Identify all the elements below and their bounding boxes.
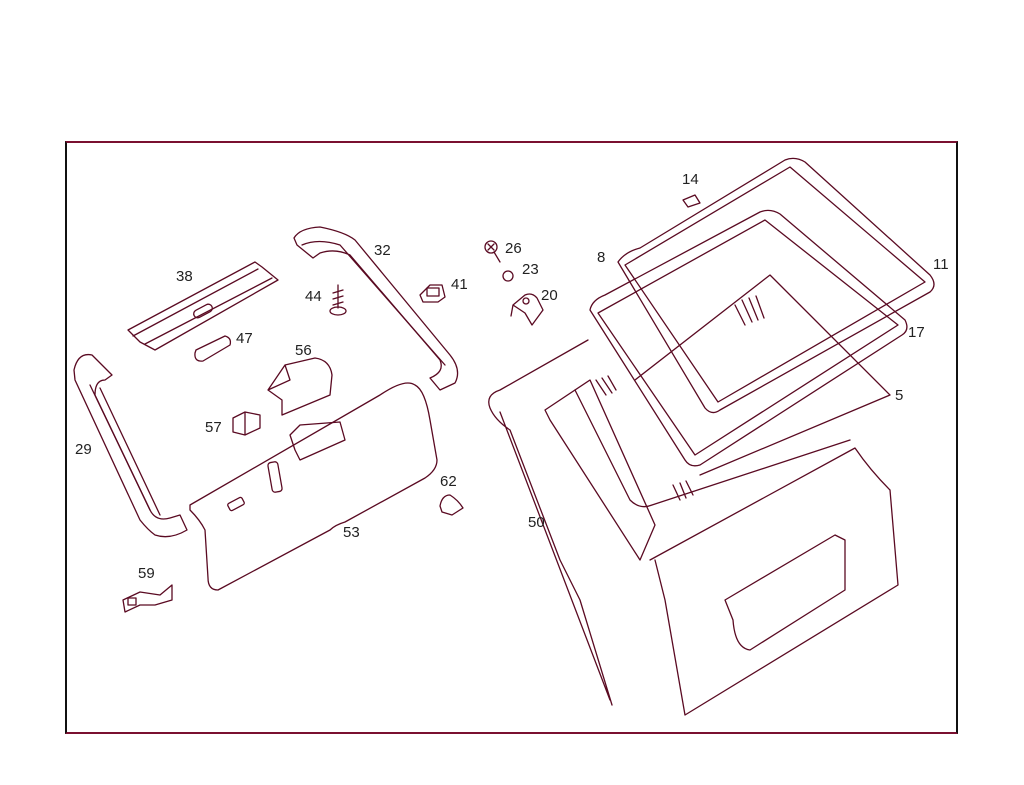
callout-41: 41 — [451, 276, 468, 293]
part-29-trim — [73, 353, 188, 538]
callout-38: 38 — [176, 268, 193, 285]
part-44-screw — [329, 284, 347, 316]
callout-5: 5 — [895, 387, 904, 404]
callout-56: 56 — [295, 342, 312, 359]
part-57-bracket — [232, 411, 261, 436]
part-56-cover — [267, 357, 333, 416]
part-11-seal — [617, 157, 935, 414]
part-26-screw — [484, 240, 501, 263]
part-5-glass — [634, 274, 891, 476]
part-20-bracket — [510, 293, 544, 326]
diagram-frame — [65, 141, 958, 734]
part-38-rail — [127, 261, 279, 351]
part-32-trim — [293, 226, 459, 391]
callout-62: 62 — [440, 473, 457, 490]
callout-50: 50 — [528, 514, 545, 531]
callout-14: 14 — [682, 171, 699, 188]
callout-57: 57 — [205, 419, 222, 436]
callout-53: 53 — [343, 524, 360, 541]
part-41-clip — [419, 284, 446, 303]
part-53-panel — [189, 382, 438, 591]
part-50-gate — [488, 339, 899, 716]
callout-32: 32 — [374, 242, 391, 259]
part-17-frame — [589, 209, 908, 467]
callout-44: 44 — [305, 288, 322, 305]
callout-47: 47 — [236, 330, 253, 347]
callout-8: 8 — [597, 249, 606, 266]
callout-20: 20 — [541, 287, 558, 304]
part-62-clip — [439, 494, 464, 516]
part-14-clip — [682, 194, 701, 208]
part-23-washer — [502, 270, 514, 282]
callout-29: 29 — [75, 441, 92, 458]
part-59-bracket — [122, 584, 173, 613]
callout-11: 11 — [933, 256, 949, 273]
callout-59: 59 — [138, 565, 155, 582]
callout-26: 26 — [505, 240, 522, 257]
callout-17: 17 — [908, 324, 925, 341]
part-47-cap — [194, 335, 232, 362]
callout-23: 23 — [522, 261, 539, 278]
